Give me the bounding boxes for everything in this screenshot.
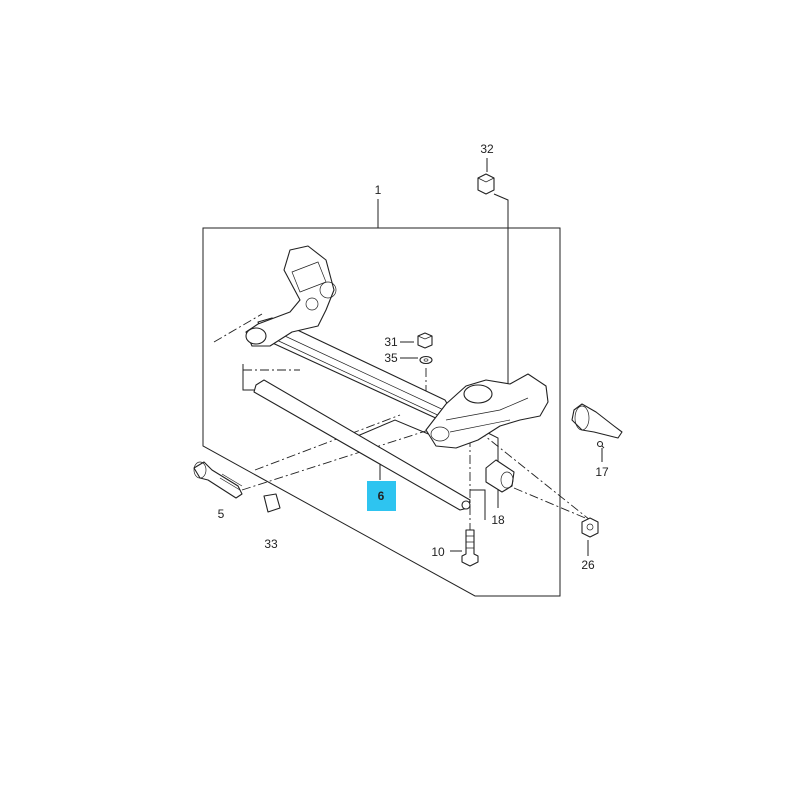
callout-18: 18 [491, 513, 505, 527]
bracket-outline-right [470, 489, 486, 520]
nut-26 [581, 517, 599, 538]
axle-beam-edge2 [267, 335, 445, 419]
axle-beam-edge [271, 329, 449, 413]
stub-axle-17-bolt-head [596, 440, 604, 448]
callout-31: 31 [384, 335, 398, 349]
rod-end-hole [461, 500, 471, 510]
centerline-bush [513, 487, 591, 521]
bolt-5-thread [219, 473, 243, 491]
callout-32: 32 [480, 142, 494, 156]
left-arm-hub [319, 281, 337, 299]
bushing-18 [485, 459, 515, 493]
washer-35-hole [423, 358, 429, 362]
assembly-frame [202, 227, 561, 597]
nut-32 [477, 173, 495, 195]
callout-5: 5 [218, 507, 225, 521]
left-trailing-arm [245, 245, 335, 347]
leader-32-drop [493, 193, 509, 385]
stub-axle-17 [571, 403, 623, 439]
right-arm-rib2 [449, 419, 511, 433]
right-arm-rib [445, 397, 529, 421]
left-arm-hole [305, 297, 319, 311]
right-spring-cup [463, 384, 493, 404]
bolt-5-head [193, 461, 207, 479]
right-bushing-eye [430, 426, 450, 442]
bushing-18-face [500, 471, 514, 489]
centerline-right [464, 419, 591, 521]
stub-axle-flange [574, 405, 590, 431]
callout-26: 26 [581, 558, 595, 572]
nut-32-top [477, 177, 495, 183]
washer-35 [419, 355, 433, 365]
callout-6-highlight [367, 481, 396, 511]
washer-33 [263, 493, 281, 513]
bracket-outline-center [347, 419, 439, 441]
nut-31-top [417, 335, 433, 340]
nut-31 [417, 332, 433, 349]
centerline-lower-front [254, 414, 401, 471]
callout-10: 10 [431, 545, 445, 559]
right-trailing-arm [425, 373, 549, 449]
callout-6: 6 [378, 489, 385, 503]
callout-35: 35 [384, 351, 398, 365]
callout-1: 1 [375, 183, 382, 197]
bolt-5 [193, 461, 243, 499]
callout-17: 17 [595, 465, 609, 479]
bolt-10-thread [466, 535, 474, 549]
left-bushing [245, 327, 267, 345]
nut-26-hole [586, 523, 594, 531]
callout-33: 33 [264, 537, 278, 551]
centerline-stub-left [213, 313, 263, 343]
